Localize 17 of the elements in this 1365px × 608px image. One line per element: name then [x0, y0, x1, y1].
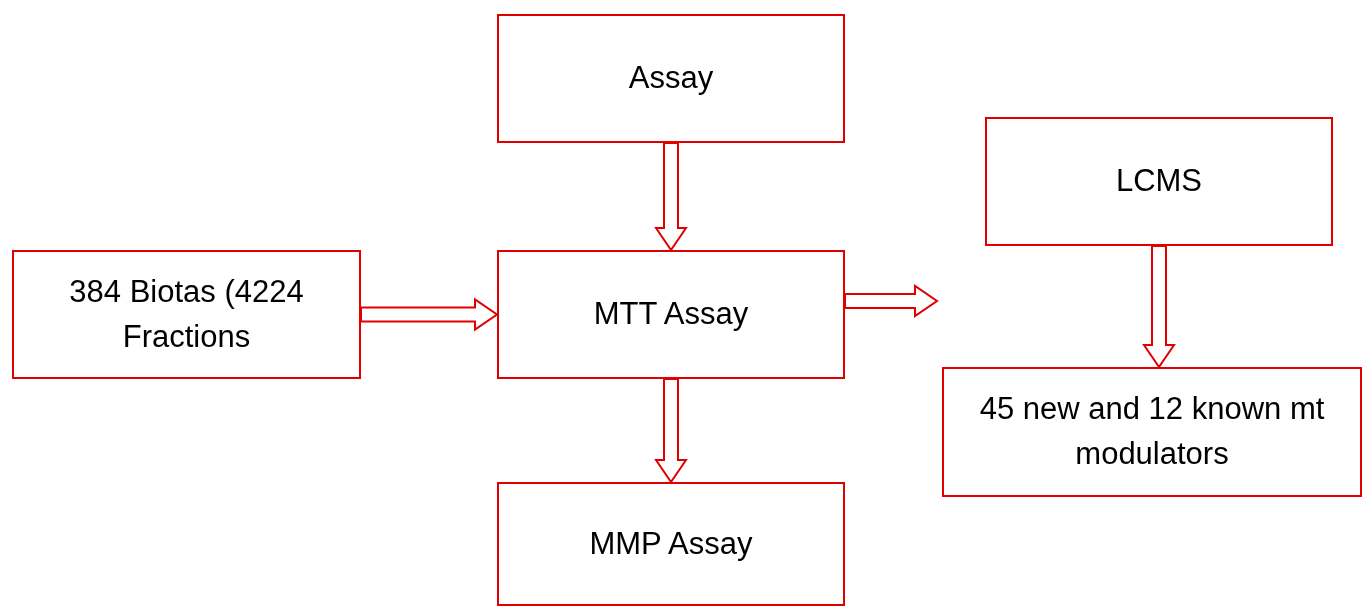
block-arrow	[654, 378, 688, 484]
box-label: MMP Assay	[589, 524, 753, 563]
process-box	[497, 14, 845, 143]
block-arrow	[654, 142, 688, 252]
block-arrow	[1142, 245, 1176, 369]
box-label: Assay	[628, 59, 714, 98]
box-label: MTT Assay	[593, 295, 749, 334]
process-box	[942, 367, 1362, 497]
process-box	[497, 250, 845, 379]
block-arrow	[360, 297, 499, 332]
box-label: LCMS	[1115, 162, 1203, 201]
box-label: 45 new and 12 known mt modulators	[978, 390, 1326, 473]
process-box	[985, 117, 1333, 246]
block-arrow	[844, 284, 939, 318]
process-box	[497, 482, 845, 606]
box-label: 384 Biotas (4224 Fractions	[68, 272, 305, 356]
process-box	[12, 250, 361, 379]
